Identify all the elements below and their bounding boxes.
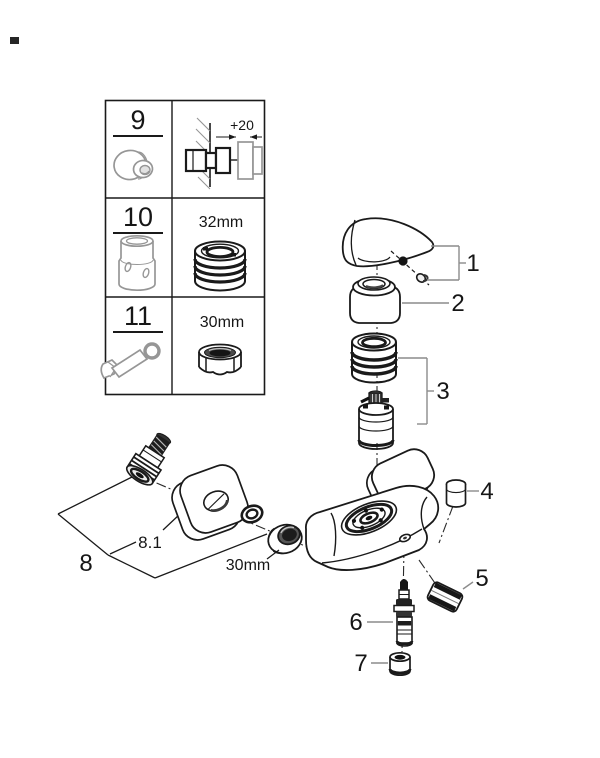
callout-4-number: 4: [480, 478, 493, 505]
aerator: [426, 581, 464, 613]
lever-handle: [341, 217, 435, 268]
callout-8-number: 8: [79, 550, 92, 577]
cartridge-seat: [340, 500, 398, 536]
callout-7: 7: [354, 650, 388, 677]
table-cell-item-10: 10: [113, 202, 163, 292]
callout-1: 1: [427, 245, 480, 281]
recessed-fitting-icon: [184, 146, 238, 175]
diverter-valve: [393, 579, 415, 647]
plug-axis: [438, 505, 454, 544]
callout-3-number: 3: [436, 378, 449, 405]
callout-6: 6: [349, 609, 393, 636]
cap-plug: [445, 479, 467, 508]
handle-plug: [415, 273, 429, 283]
callout-8: 8 8.1: [79, 533, 162, 577]
nut-size-label-diagram: 30mm: [226, 557, 270, 574]
callout-2-number: 2: [451, 290, 464, 317]
washer: [240, 504, 264, 524]
handle-screw: [398, 256, 408, 266]
socket-tool-icon: [118, 234, 156, 292]
callout-2: 2: [402, 290, 465, 317]
nut-size-callout: 30mm: [226, 549, 280, 574]
item-9-number: 9: [130, 105, 145, 135]
callout-7-number: 7: [354, 650, 367, 677]
nut-size-label-table: 30mm: [200, 314, 244, 331]
plus20-label: +20: [230, 117, 254, 133]
union-adapter-icon: [113, 149, 154, 181]
parts-table: 9 +20: [100, 99, 266, 396]
aerator-axis: [418, 559, 438, 587]
union-nut-30mm: [267, 523, 303, 555]
nut-30mm-icon: [198, 343, 242, 376]
table-cell-nut-30mm: 30mm: [198, 314, 244, 376]
table-cell-item-9: 9: [113, 105, 163, 181]
callout-8-1-number: 8.1: [138, 533, 162, 552]
callout-1-number: 1: [466, 250, 479, 277]
ring-size-label: 32mm: [199, 214, 243, 231]
extension-piece-icon: [237, 141, 263, 180]
faucet-body: [305, 448, 440, 571]
table-cell-item-11: 11: [100, 301, 163, 380]
wrench-icon: [100, 342, 161, 380]
dimension-arrows: [216, 134, 262, 140]
callout-8-bracket: [57, 475, 268, 579]
callout-4: 4: [467, 478, 494, 505]
table-cell-ring-32mm: 32mm: [193, 214, 247, 292]
s-union: [125, 432, 172, 486]
ring-nut-32mm-icon: [193, 240, 247, 292]
table-border: [104, 99, 266, 396]
retaining-ring-32mm: [350, 332, 398, 384]
wall-escutcheon: [171, 464, 249, 541]
check-valve: [388, 651, 412, 677]
page-mark: [10, 37, 19, 44]
cartridge: [357, 390, 395, 450]
item-10-number: 10: [123, 202, 153, 232]
callout-5: 5: [462, 565, 489, 592]
item-11-number: 11: [124, 301, 152, 331]
callout-6-number: 6: [349, 609, 362, 636]
callout-5-number: 5: [475, 565, 488, 592]
handle-base-cap: [349, 276, 401, 324]
exploded-view: 1 2: [57, 217, 494, 677]
table-cell-install-depth: +20: [184, 117, 263, 190]
callout-3: 3: [398, 357, 450, 425]
